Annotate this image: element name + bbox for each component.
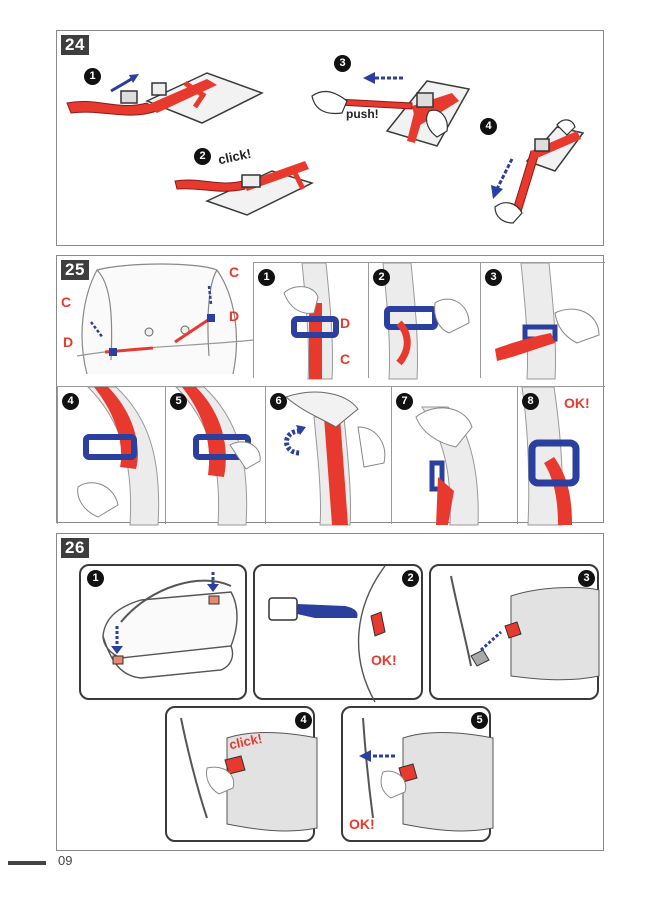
footer-rule [8,861,46,865]
panel-25-step-3: 3 [480,262,605,380]
panel-25-step-8: 8 OK! [517,386,605,526]
panel-26-step-5: 5 OK! [341,706,494,842]
panel-25-step-1: D C 1 [253,262,368,380]
panel-25-step-7: 7 [391,386,517,526]
step-3-marker: 3 [578,570,595,587]
panel-26-step-4: 4 click! [165,706,318,842]
section-26: 26 1 2 OK! [56,533,604,851]
section-number: 26 [61,538,89,558]
panel-25-step-6: 6 [265,386,391,526]
seat-overview-illustration [76,263,254,375]
section-25: 25 C C D D D C 1 [56,255,605,526]
panel-25-step-4: 4 [57,386,165,526]
section-number: 24 [61,35,89,55]
section-24-illustration [66,72,585,224]
label-c-right: C [229,264,240,280]
step-5-marker: 5 [471,712,488,729]
panel-25-step-2: 2 [368,262,480,380]
step-1-marker: 1 [258,269,275,286]
step-3-marker: 3 [485,269,502,286]
ok-label: OK! [349,816,375,832]
step-2-marker: 2 [194,148,211,165]
step-5-marker: 5 [170,393,187,410]
step-1-marker: 1 [87,570,104,587]
panel-26-step-3: 3 [429,564,600,700]
step-8-marker: 8 [522,393,539,410]
label-d-step1: D [340,315,351,331]
panel-25-step-5: 5 [165,386,265,526]
section-24: 24 1 2 3 4 [56,30,604,246]
label-d-left: D [63,334,74,350]
step-4-marker: 4 [62,393,79,410]
label-c-step1: C [340,351,351,367]
step-6-marker: 6 [270,393,287,410]
step-7-marker: 7 [396,393,413,410]
step-4-marker: 4 [480,118,497,135]
step-2-marker: 2 [373,269,390,286]
panel-26-step-1: 1 [79,564,247,700]
section-number: 25 [61,260,89,280]
step-4-marker: 4 [295,712,312,729]
step-3-marker: 3 [334,55,351,72]
ok-label: OK! [371,652,397,668]
step-2-marker: 2 [402,570,419,587]
step-1-marker: 1 [84,68,101,85]
ok-label: OK! [564,395,590,411]
panel-26-step-2: 2 OK! [253,564,423,703]
push-label: push! [346,107,379,121]
label-d-right: D [229,308,240,324]
label-c-left: C [61,294,72,310]
page-number: 09 [58,853,73,868]
